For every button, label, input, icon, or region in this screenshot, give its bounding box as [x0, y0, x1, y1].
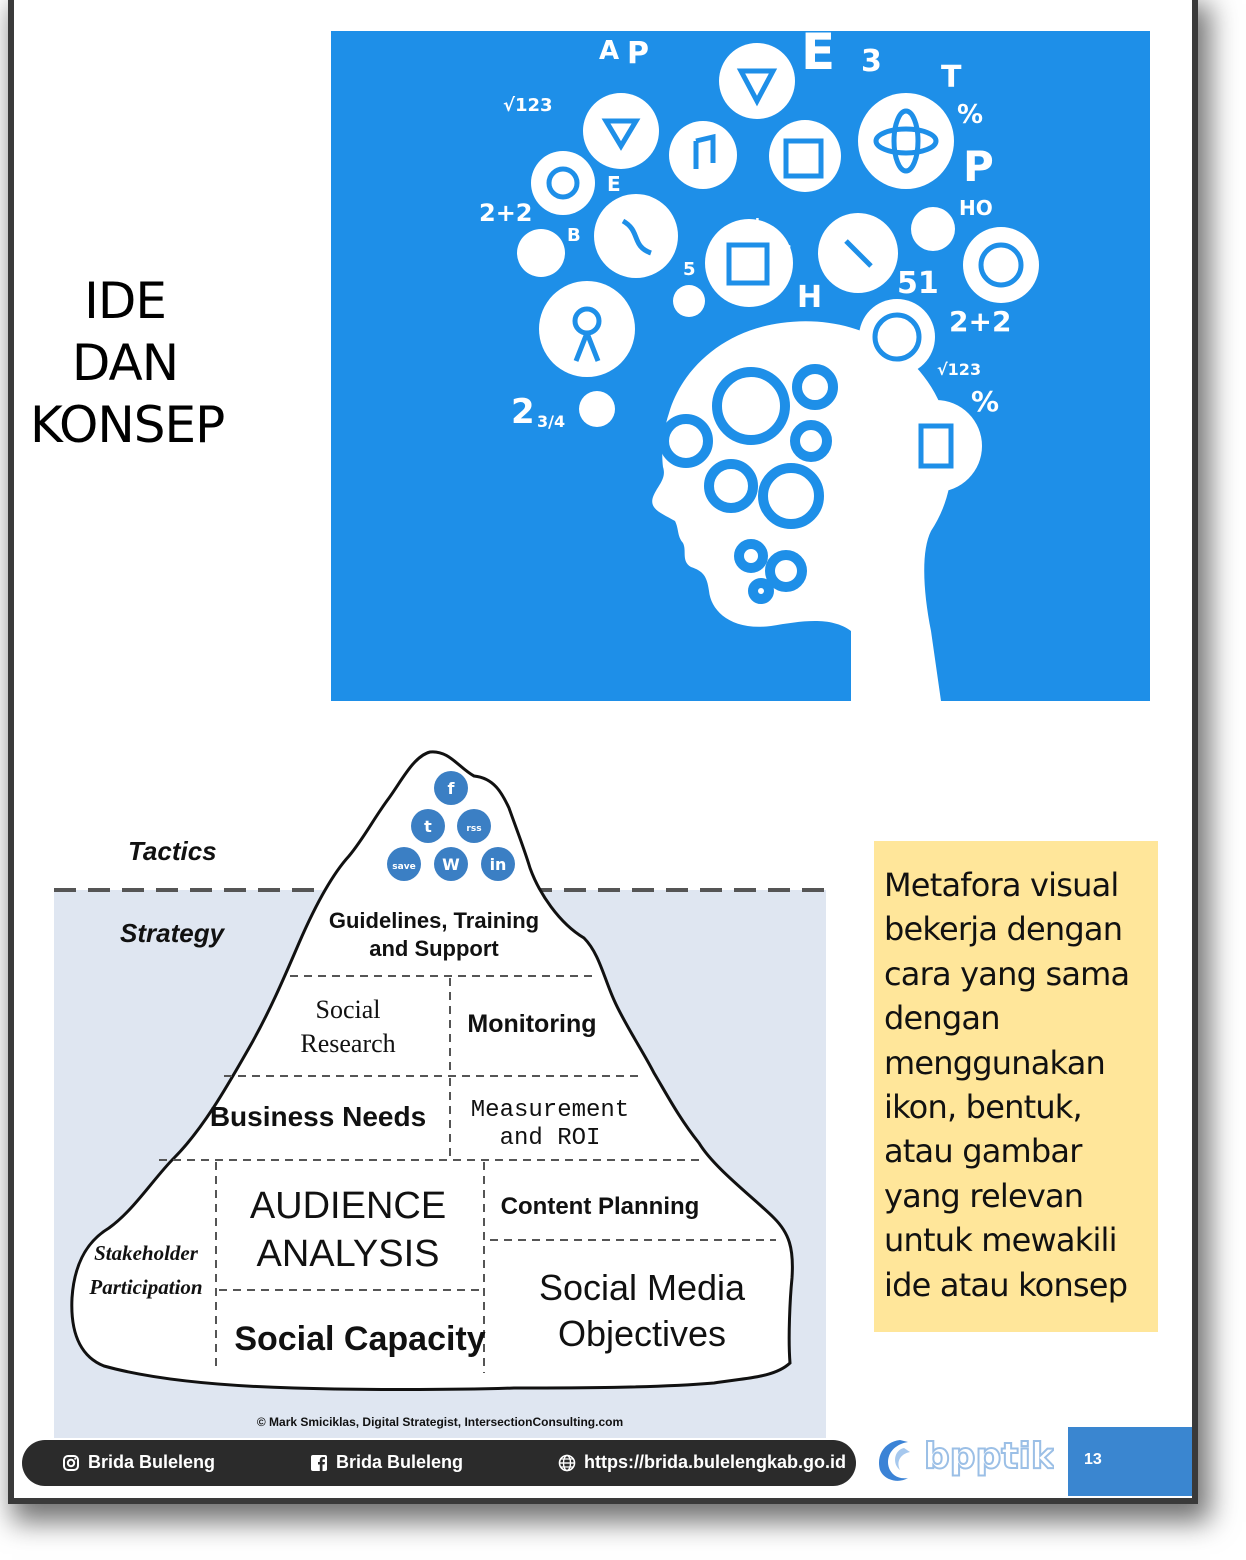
instagram-icon — [63, 1454, 79, 1471]
social-research-line-1: Social — [316, 995, 381, 1024]
svg-text:b: b — [755, 217, 765, 233]
svg-text:f: f — [448, 779, 456, 798]
svg-text:3: 3 — [861, 44, 882, 79]
hero-illustration: A P E 3 T % P HO 2+2 √123 B E a b c 5 H … — [331, 31, 1150, 701]
facebook-icon — [311, 1454, 327, 1471]
svg-text:2: 2 — [511, 392, 535, 432]
svg-text:B: B — [567, 225, 581, 246]
guidelines-line-2: and Support — [369, 936, 499, 961]
svg-text:T: T — [941, 60, 962, 95]
head-silhouette — [652, 321, 952, 701]
svg-text:E: E — [607, 172, 621, 196]
logo-swirl-icon — [878, 1440, 908, 1481]
instagram-handle: Brida Buleleng — [88, 1452, 216, 1472]
footer-instagram[interactable]: Brida Buleleng — [62, 1452, 215, 1473]
svg-text:2+2: 2+2 — [949, 305, 1011, 338]
monitoring-label: Monitoring — [467, 1010, 596, 1038]
gears-icon — [659, 364, 838, 604]
linkedin-icon — [481, 847, 515, 881]
footer-website[interactable]: https://brida.bulelengkab.go.id — [558, 1452, 846, 1473]
svg-text:W: W — [442, 855, 460, 874]
svg-text:√123: √123 — [503, 95, 553, 116]
footer-facebook[interactable]: Brida Buleleng — [310, 1452, 463, 1473]
logo-text: bpptik — [924, 1436, 1054, 1477]
audience-line-2: ANALYSIS — [256, 1233, 439, 1275]
callout-text: Metafora visual bekerja dengan cara yang… — [884, 866, 1130, 1304]
svg-text:rss: rss — [466, 824, 481, 834]
svg-text:A: A — [599, 36, 619, 66]
title-line-3: KONSEP — [30, 396, 225, 454]
svg-text:save: save — [392, 862, 415, 872]
svg-text:√123: √123 — [937, 360, 981, 379]
svg-text:HO: HO — [959, 196, 993, 220]
head-ideas-illustration: A P E 3 T % P HO 2+2 √123 B E a b c 5 H … — [479, 31, 1039, 701]
svg-text:E: E — [801, 31, 835, 81]
iceberg-diagram: f t rss save W in Tactics Strategy Guide… — [54, 750, 826, 1438]
objectives-line-2: Objectives — [558, 1313, 726, 1354]
audience-line-1: AUDIENCE — [250, 1185, 446, 1227]
strategy-label: Strategy — [120, 918, 226, 948]
svg-text:t: t — [424, 817, 432, 836]
svg-text:H: H — [797, 280, 822, 315]
slide-title: IDE DAN KONSEP — [30, 270, 225, 456]
website-url: https://brida.bulelengkab.go.id — [584, 1452, 847, 1472]
page-number: 13 — [1068, 1427, 1192, 1496]
wordpress-icon — [434, 847, 468, 881]
globe-icon — [558, 1454, 576, 1471]
bpptik-logo: bpptik — [878, 1435, 1054, 1481]
svg-text:P: P — [963, 142, 994, 191]
objectives-line-1: Social Media — [539, 1267, 746, 1308]
measurement-line-2: and ROI — [500, 1125, 601, 1152]
section-dividers — [159, 975, 776, 1373]
rss-icon — [457, 809, 491, 843]
stakeholder-line-2: Participation — [88, 1275, 202, 1299]
guidelines-line-1: Guidelines, Training — [329, 908, 539, 933]
footer-bar: Brida Buleleng Brida Buleleng https://br… — [22, 1440, 856, 1486]
twitter-icon — [411, 809, 445, 843]
svg-text:%: % — [971, 385, 999, 418]
social-research-line-2: Research — [300, 1029, 395, 1058]
business-needs-label: Business Needs — [210, 1101, 426, 1132]
iceberg-shape — [70, 750, 794, 1391]
svg-text:a: a — [731, 221, 740, 237]
stakeholder-line-1: Stakeholder — [94, 1241, 199, 1265]
title-line-1: IDE — [84, 272, 167, 330]
save-icon — [387, 847, 421, 881]
diagram-credit: © Mark Smiciklas, Digital Strategist, In… — [257, 1415, 623, 1429]
svg-text:c: c — [783, 241, 791, 257]
svg-text:3/4: 3/4 — [537, 412, 565, 431]
floating-glyphs: A P E 3 T % P HO 2+2 √123 B E a b c 5 H … — [479, 31, 1011, 432]
title-line-2: DAN — [71, 334, 179, 392]
svg-text:P: P — [627, 36, 649, 71]
svg-text:%: % — [957, 100, 983, 130]
measurement-line-1: Measurement — [471, 1097, 629, 1124]
svg-text:in: in — [490, 855, 507, 874]
tactics-label: Tactics — [128, 836, 217, 866]
facebook-handle: Brida Buleleng — [336, 1452, 464, 1472]
svg-text:51: 51 — [897, 266, 939, 301]
svg-text:2+2: 2+2 — [479, 199, 533, 227]
social-icons-cluster: f t rss save W in — [387, 771, 515, 881]
content-planning-label: Content Planning — [501, 1193, 700, 1220]
facebook-icon — [434, 771, 468, 805]
social-capacity-label: Social Capacity — [234, 1320, 485, 1358]
bubble-icons — [546, 68, 1024, 469]
callout-box: Metafora visual bekerja dengan cara yang… — [874, 841, 1158, 1332]
svg-text:5: 5 — [683, 259, 696, 280]
